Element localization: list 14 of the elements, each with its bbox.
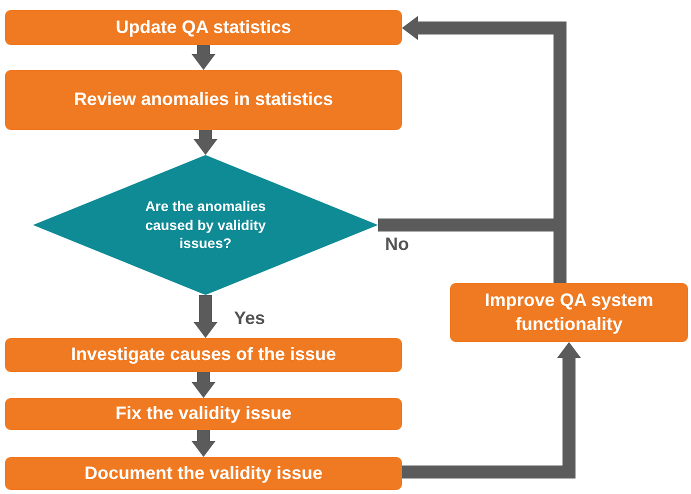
process-box: Update QA statistics <box>5 10 402 45</box>
process-box: Improve QA system functionality <box>450 283 688 342</box>
arrow <box>194 295 218 338</box>
arrow <box>194 130 218 155</box>
process-box: Document the validity issue <box>5 457 402 490</box>
arrow <box>192 45 216 70</box>
decision-text: Are the anomalies caused by validity issues? <box>144 196 267 254</box>
arrow <box>402 16 566 283</box>
arrow <box>192 372 216 398</box>
process-box: Review anomalies in statistics <box>5 70 402 130</box>
arrow <box>192 430 216 457</box>
arrow <box>402 342 581 478</box>
process-box: Fix the validity issue <box>5 398 402 430</box>
process-box: Investigate causes of the issue <box>5 338 402 372</box>
